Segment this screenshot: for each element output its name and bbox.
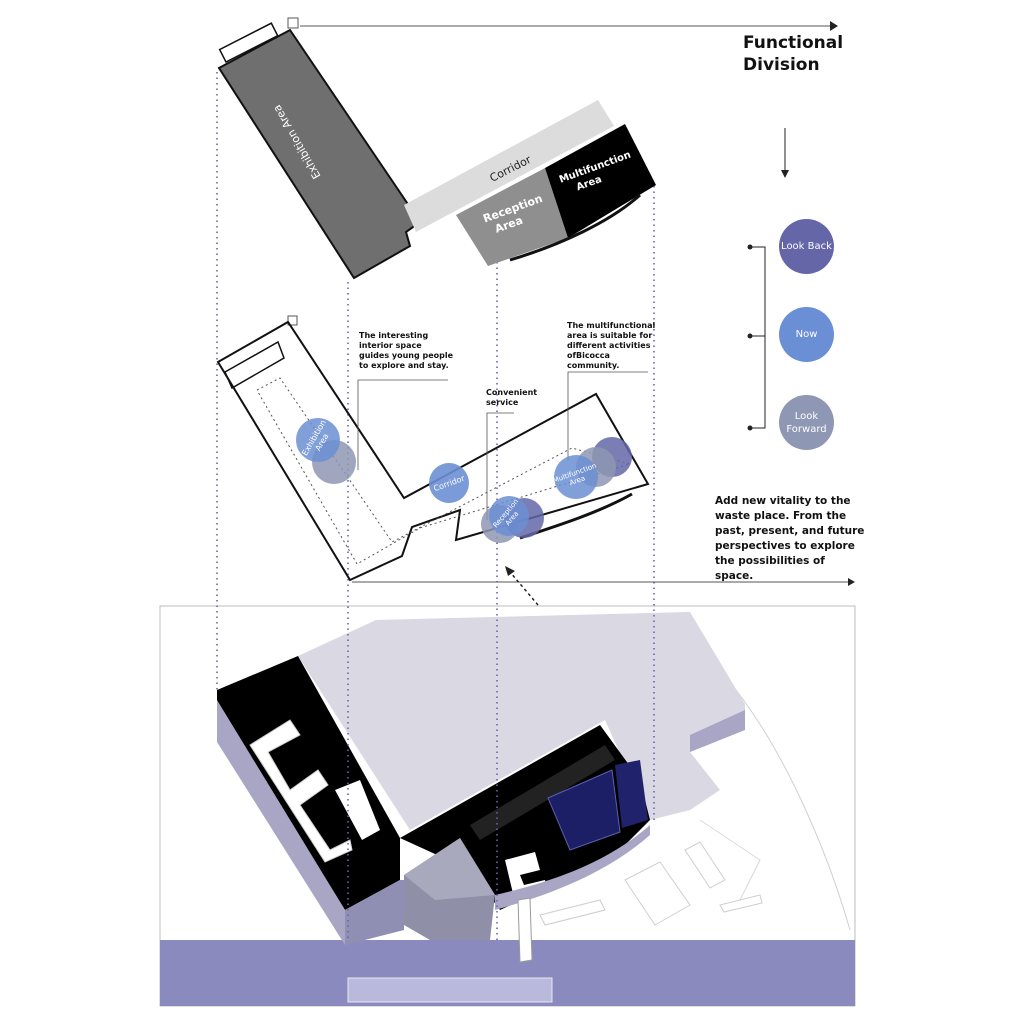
front-curve-wall: [495, 825, 650, 910]
title-line-2: Division: [743, 55, 820, 75]
note-interior: The interesting interior space guides yo…: [359, 331, 454, 370]
timeline: [747, 128, 789, 431]
outdoor-platform: [624, 861, 691, 926]
middle-plan: [216, 315, 855, 606]
exhibition-partition: [249, 719, 353, 863]
exhibition-wall: [217, 700, 345, 945]
roof-side: [690, 710, 745, 752]
plan-exhibition-area: [217, 28, 422, 280]
blue-room-2: [615, 760, 648, 828]
timeline-look-back-label: Look Back: [781, 241, 832, 252]
blue-room: [547, 769, 621, 851]
outdoor-bench: [684, 841, 726, 889]
guide-lines: [216, 72, 655, 940]
timeline-look-back-circle: Look Back: [779, 219, 834, 274]
timeline-look-forward-label-2: Forward: [786, 423, 827, 435]
summary-text: Add new vitality to the waste place. Fro…: [715, 495, 865, 582]
plan-reception-area: [456, 168, 568, 266]
site-line: [699, 819, 761, 901]
plan-multifunction-area: [545, 124, 656, 238]
corridor-circle-label: Corridor: [432, 473, 466, 493]
note-multifunctional: The multifunctional area is suitable for…: [567, 321, 656, 370]
plan-corridor: [404, 100, 614, 232]
axonometric-model: [159, 605, 856, 1007]
exhibition-partition-2: [335, 780, 380, 840]
exhibition-wall-front: [345, 880, 404, 945]
inner-wall: [470, 745, 615, 840]
water-panel: [347, 977, 553, 1003]
timeline-look-forward-label-1: Look: [794, 410, 819, 422]
timeline-now-label: Now: [795, 329, 818, 340]
diagram-title: Functional Division: [743, 32, 843, 76]
middle-outline: [216, 320, 650, 582]
title-line-1: Functional: [743, 33, 844, 53]
top-plan: [217, 17, 838, 280]
note-service: Convenient service: [486, 388, 538, 407]
reception-box-top: [404, 838, 495, 900]
outdoor-fragment: [539, 899, 606, 926]
timeline-now-circle: Now: [779, 307, 834, 362]
entrance-door: [517, 897, 533, 963]
outdoor-bench-2: [719, 894, 763, 913]
site-curve: [735, 689, 851, 931]
